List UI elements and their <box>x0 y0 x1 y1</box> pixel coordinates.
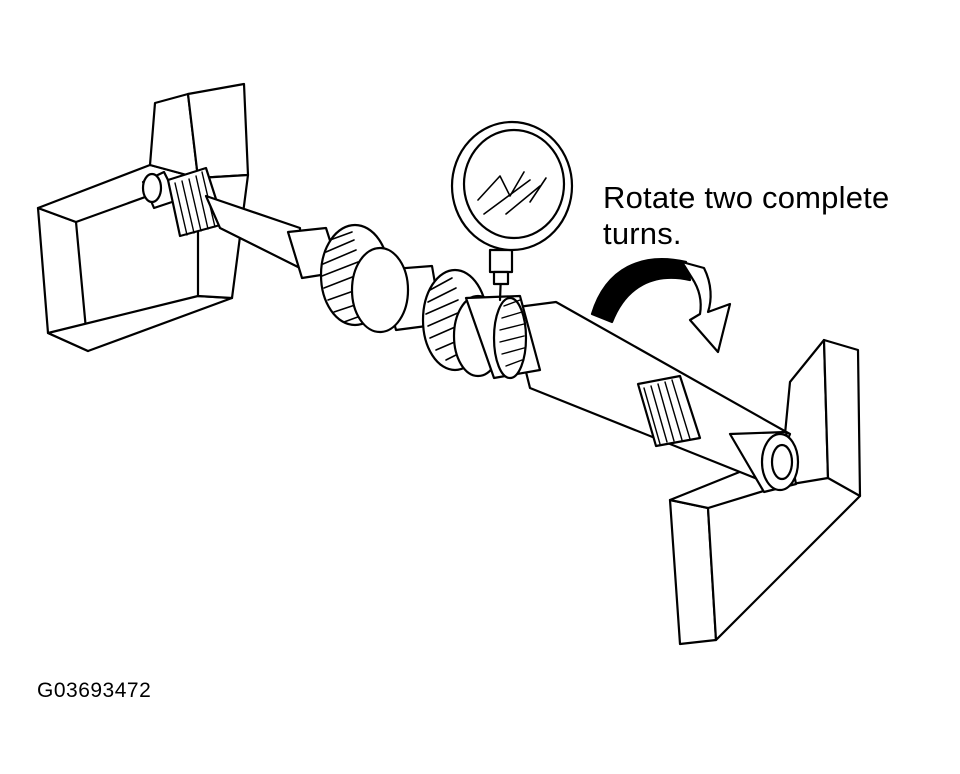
rotation-instruction: Rotate two complete turns. <box>603 180 948 252</box>
right-v-block <box>668 338 862 646</box>
bearing-race <box>464 294 542 380</box>
helical-gear-left <box>319 223 410 334</box>
dial-indicator-gauge <box>450 120 574 302</box>
figure-id: G03693472 <box>37 679 152 702</box>
rotation-instruction-line-1: Rotate two complete <box>603 180 890 215</box>
rotation-instruction-line-2: turns. <box>603 216 682 251</box>
rotation-arrow <box>590 258 732 354</box>
